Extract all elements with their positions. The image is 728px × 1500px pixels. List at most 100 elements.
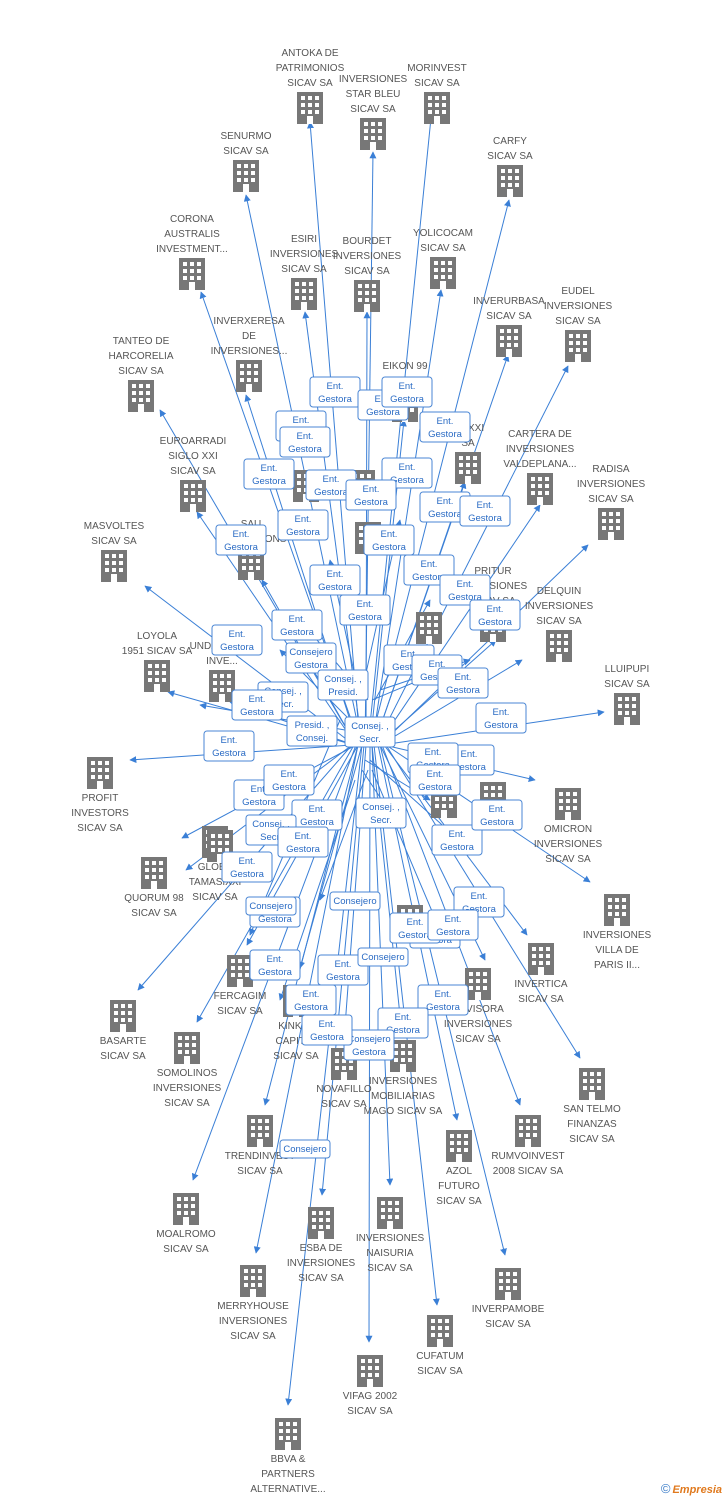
relation-label[interactable]: Consej. ,Presid. — [317, 669, 369, 701]
company-name-line: SICAV SA — [287, 78, 333, 89]
company-name-line: INVERPAMOBE — [472, 1304, 545, 1315]
relation-label[interactable]: Ent.Gestora — [475, 702, 527, 734]
relation-label[interactable]: Ent.Gestora — [263, 764, 315, 796]
company-name-line: VILLA DE — [595, 945, 639, 956]
relation-label[interactable]: Ent.Gestora — [243, 458, 295, 490]
company-node-cartera[interactable]: CARTERA DEINVERSIONESVALDEPLANA... — [503, 429, 577, 505]
relation-label[interactable]: Ent.Gestora — [409, 764, 461, 796]
relation-label[interactable]: Ent.Gestora — [419, 411, 471, 443]
relation-label[interactable]: Consejero — [279, 1139, 331, 1159]
relation-label[interactable]: Ent.Gestora — [291, 799, 343, 831]
relation-label[interactable]: Ent.Gestora — [271, 609, 323, 641]
relation-label[interactable]: Ent.Gestora — [471, 799, 523, 831]
company-name-line: SICAV SA — [344, 266, 390, 277]
relation-label[interactable]: Ent.Gestora — [469, 599, 521, 631]
relation-label[interactable]: Ent.Gestora — [345, 479, 397, 511]
relation-label[interactable]: Ent.Gestora — [203, 730, 255, 762]
relation-label[interactable]: Ent.Gestora — [277, 826, 329, 858]
company-node-inverxeresa[interactable]: INVERXERESADEINVERSIONES... — [211, 316, 288, 392]
company-node-bbva[interactable]: BBVA &PARTNERSALTERNATIVE... — [250, 1418, 326, 1495]
relation-label[interactable]: Ent.Gestora — [309, 564, 361, 596]
relation-label[interactable]: Ent.Gestora — [301, 1014, 353, 1046]
relation-label[interactable]: Ent.Gestora — [459, 495, 511, 527]
relation-label[interactable]: Ent.Gestora — [317, 954, 369, 986]
company-name-line: YOLICOCAM — [413, 228, 473, 239]
building-icon — [598, 508, 624, 540]
relation-label[interactable]: Ent.Gestora — [427, 909, 479, 941]
empresia-logo[interactable]: ©Empresia — [661, 1481, 722, 1496]
relation-label[interactable]: Ent.Gestora — [285, 984, 337, 1016]
relation-label[interactable]: Consejero — [329, 891, 381, 911]
relation-label[interactable]: Ent.Gestora — [279, 426, 331, 458]
company-name-line: INVERSIONES — [333, 251, 402, 262]
relation-label[interactable]: Consejero — [245, 896, 297, 916]
relation-label[interactable]: Ent.Gestora — [277, 509, 329, 541]
relation-label-box — [439, 574, 491, 606]
relation-label[interactable]: Ent.Gestora — [339, 594, 391, 626]
relation-label[interactable]: Consejero — [357, 947, 409, 967]
relation-label-box — [277, 509, 329, 541]
relation-label[interactable]: Ent.Gestora — [381, 376, 433, 408]
relation-label-box — [475, 702, 527, 734]
relation-label[interactable]: Ent.Gestora — [305, 469, 357, 501]
relation-label[interactable]: Ent.Gestora — [309, 376, 361, 408]
relation-label[interactable]: Ent.Gestora — [437, 667, 489, 699]
company-node-corona[interactable]: CORONAAUSTRALISINVESTMENT... — [156, 214, 228, 290]
relation-label[interactable]: Presid. ,Consej. — [286, 715, 338, 747]
relation-label[interactable]: Ent.Gestora — [211, 624, 263, 656]
relation-label[interactable]: Consej. ,Secr. — [355, 797, 407, 829]
relation-label[interactable]: Ent.Gestora — [417, 984, 469, 1016]
relation-label[interactable]: Consej. ,Secr. — [344, 716, 396, 748]
relation-label[interactable]: Ent.Gestora — [221, 851, 273, 883]
relation-label[interactable]: Ent.Gestora — [439, 574, 491, 606]
relation-label[interactable]: Ent.Gestora — [431, 824, 483, 856]
relation-label[interactable]: Ent.Gestora — [363, 524, 415, 556]
relation-label[interactable]: Ent.Gestora — [215, 524, 267, 556]
relation-label[interactable]: Ent.Gestora — [231, 689, 283, 721]
relation-label[interactable]: Ent.Gestora — [249, 949, 301, 981]
